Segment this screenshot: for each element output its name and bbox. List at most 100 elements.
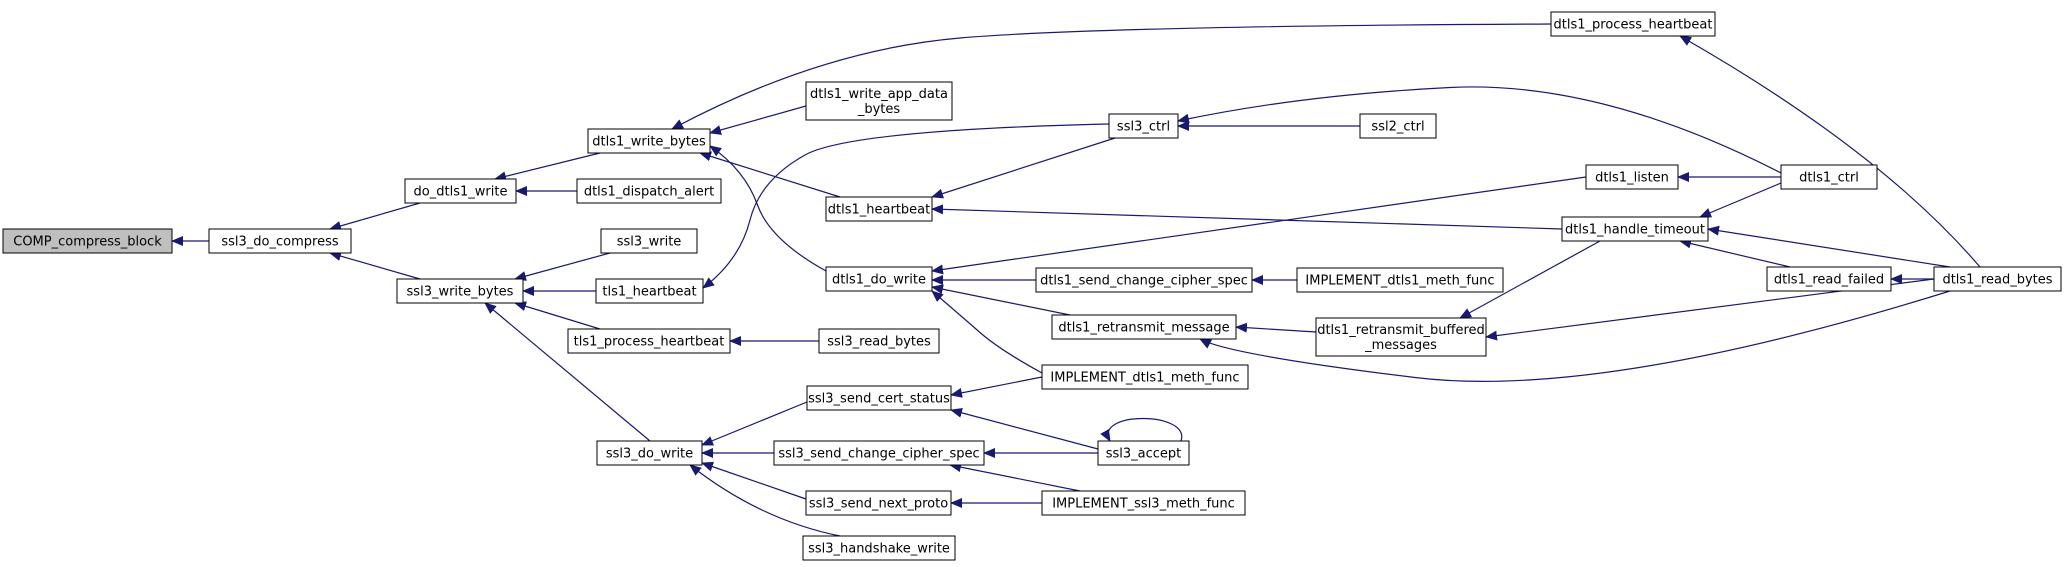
node-box bbox=[805, 81, 953, 121]
node-label: tls1_process_heartbeat bbox=[574, 335, 725, 350]
node-box bbox=[825, 196, 933, 222]
node-label: IMPLEMENT_dtls1_meth_func bbox=[1050, 371, 1239, 386]
node-box bbox=[806, 385, 952, 411]
edge-ssl3_handshake_write-to-ssl3_do_write bbox=[689, 464, 841, 537]
node-box bbox=[576, 178, 722, 204]
node-dtls1_read_failed[interactable]: dtls1_read_failed bbox=[1766, 266, 1892, 292]
node-dtls1_ctrl[interactable]: dtls1_ctrl bbox=[1780, 164, 1878, 190]
node-ssl3_write[interactable]: ssl3_write bbox=[600, 228, 698, 254]
node-dtls1_dispatch_alert[interactable]: dtls1_dispatch_alert bbox=[576, 178, 722, 204]
node-label: ssl2_ctrl bbox=[1371, 120, 1424, 135]
node-ssl3_ctrl[interactable]: ssl3_ctrl bbox=[1108, 113, 1179, 139]
node-ssl3_send_cert_status[interactable]: ssl3_send_cert_status bbox=[806, 385, 952, 411]
node-label: dtls1_heartbeat bbox=[828, 203, 930, 218]
node-box bbox=[1041, 364, 1249, 390]
node-box bbox=[805, 490, 952, 516]
node-ssl3_handshake_write[interactable]: ssl3_handshake_write bbox=[802, 535, 956, 561]
edge-tls1_process_heartbeat-to-ssl3_write_bytes bbox=[514, 301, 601, 330]
node-dtls1_listen[interactable]: dtls1_listen bbox=[1585, 164, 1679, 190]
node-implement_ssl3_meth_func[interactable]: IMPLEMENT_ssl3_meth_func bbox=[1041, 490, 1246, 516]
node-ssl3_do_compress[interactable]: ssl3_do_compress bbox=[208, 228, 352, 254]
edge-dtls1_retransmit_buffered_messages-to-dtls1_retransmit_message bbox=[1235, 322, 1317, 333]
node-dtls1_retransmit_buffered_messages[interactable]: dtls1_retransmit_buffered_messages bbox=[1315, 317, 1487, 357]
edge-ssl3_do_write-to-ssl3_write_bytes bbox=[484, 302, 651, 442]
node-dtls1_write_bytes[interactable]: dtls1_write_bytes bbox=[587, 128, 711, 154]
node-label: dtls1_process_heartbeat bbox=[1554, 18, 1713, 33]
node-label: dtls1_retransmit_message bbox=[1058, 321, 1229, 336]
node-label: ssl3_ctrl bbox=[1117, 120, 1170, 135]
node-dtls1_handle_timeout[interactable]: dtls1_handle_timeout bbox=[1561, 216, 1709, 242]
edge-dtls1_ctrl-to-dtls1_handle_timeout bbox=[1699, 182, 1782, 218]
edge-dtls1_read_bytes-to-dtls1_process_heartbeat bbox=[1679, 35, 1981, 268]
node-label: dtls1_ctrl bbox=[1799, 171, 1859, 186]
edge-ssl3_accept-to-ssl3_send_cert_status bbox=[950, 407, 1099, 450]
node-box bbox=[1359, 113, 1437, 139]
edge-dtls1_retransmit_message-to-dtls1_do_write bbox=[931, 284, 1071, 316]
node-label: dtls1_retransmit_buffered bbox=[1317, 323, 1485, 338]
node-label: ssl3_send_next_proto bbox=[809, 497, 948, 512]
edge-implement_dtls1_meth_func_a-to-dtls1_do_write bbox=[931, 290, 1043, 374]
node-label: _messages bbox=[1364, 338, 1437, 353]
nodes-layer: COMP_compress_block ssl3_do_compress do_dt… bbox=[2, 11, 2062, 561]
node-implement_dtls1_meth_func_b[interactable]: IMPLEMENT_dtls1_meth_func bbox=[1296, 267, 1504, 293]
node-ssl3_write_bytes[interactable]: ssl3_write_bytes bbox=[396, 278, 524, 304]
node-box bbox=[825, 266, 933, 292]
node-dtls1_do_write[interactable]: dtls1_do_write bbox=[825, 266, 933, 292]
node-ssl3_send_next_proto[interactable]: ssl3_send_next_proto bbox=[805, 490, 952, 516]
edges-layer bbox=[171, 23, 1981, 537]
node-box bbox=[208, 228, 352, 254]
node-ssl3_do_write[interactable]: ssl3_do_write bbox=[596, 440, 703, 466]
node-box bbox=[1315, 317, 1487, 357]
edge-dtls1_read_failed-to-dtls1_handle_timeout bbox=[1679, 238, 1791, 268]
node-dtls1_heartbeat[interactable]: dtls1_heartbeat bbox=[825, 196, 933, 222]
edge-dtls1_listen-to-dtls1_do_write bbox=[931, 176, 1587, 275]
node-dtls1_read_bytes[interactable]: dtls1_read_bytes bbox=[1933, 266, 2062, 292]
node-comp_compress_block[interactable]: COMP_compress_block bbox=[2, 228, 173, 254]
edge-ssl3_send_cert_status-to-ssl3_do_write bbox=[701, 401, 808, 446]
node-box bbox=[1035, 267, 1253, 293]
edge-dtls1_process_heartbeat-to-dtls1_write_bytes bbox=[671, 23, 1553, 130]
node-label: dtls1_handle_timeout bbox=[1565, 223, 1705, 238]
node-dtls1_send_change_cipher_spec[interactable]: dtls1_send_change_cipher_spec bbox=[1035, 267, 1253, 293]
node-ssl3_accept[interactable]: ssl3_accept bbox=[1097, 440, 1190, 466]
node-box bbox=[1108, 113, 1179, 139]
node-ssl3_send_change_cipher_spec[interactable]: ssl3_send_change_cipher_spec bbox=[773, 440, 985, 466]
node-ssl2_ctrl[interactable]: ssl2_ctrl bbox=[1359, 113, 1437, 139]
node-box bbox=[567, 328, 731, 354]
edge-dtls1_write_app_data_bytes-to-dtls1_write_bytes bbox=[709, 105, 807, 135]
node-do_dtls1_write[interactable]: do_dtls1_write bbox=[404, 178, 517, 204]
node-label: ssl3_send_cert_status bbox=[808, 392, 950, 407]
edge-implement_ssl3_meth_func-to-ssl3_send_change_cipher_spec bbox=[949, 462, 1081, 492]
node-box bbox=[596, 440, 703, 466]
node-label: ssl3_write bbox=[617, 235, 682, 250]
edge-ssl3_write_bytes-to-ssl3_do_compress bbox=[329, 251, 421, 280]
edge-dtls1_read_bytes-to-dtls1_retransmit_message bbox=[1199, 290, 1951, 382]
node-label: ssl3_do_compress bbox=[221, 235, 338, 250]
node-box bbox=[1051, 314, 1237, 340]
node-dtls1_process_heartbeat[interactable]: dtls1_process_heartbeat bbox=[1550, 11, 1716, 37]
node-label: IMPLEMENT_dtls1_meth_func bbox=[1305, 274, 1494, 289]
node-tls1_heartbeat[interactable]: tls1_heartbeat bbox=[595, 278, 704, 304]
node-box bbox=[818, 328, 940, 354]
node-box bbox=[396, 278, 524, 304]
edge-dtls1_write_bytes-to-do_dtls1_write bbox=[494, 152, 601, 182]
node-implement_dtls1_meth_func_a[interactable]: IMPLEMENT_dtls1_meth_func bbox=[1041, 364, 1249, 390]
node-label: ssl3_accept bbox=[1106, 447, 1182, 462]
node-box bbox=[1097, 440, 1190, 466]
node-dtls1_retransmit_message[interactable]: dtls1_retransmit_message bbox=[1051, 314, 1237, 340]
node-label: dtls1_write_app_data bbox=[810, 87, 948, 102]
edge-ssl3_ctrl-to-dtls1_heartbeat bbox=[931, 137, 1116, 199]
edge-ssl3_send_next_proto-to-ssl3_do_write bbox=[701, 461, 807, 500]
node-dtls1_write_app_data_bytes[interactable]: dtls1_write_app_data_bytes bbox=[805, 81, 953, 121]
node-label: dtls1_write_bytes bbox=[592, 135, 706, 150]
node-ssl3_read_bytes[interactable]: ssl3_read_bytes bbox=[818, 328, 940, 354]
node-tls1_process_heartbeat[interactable]: tls1_process_heartbeat bbox=[567, 328, 731, 354]
edge-dtls1_ctrl-to-ssl3_ctrl bbox=[1177, 86, 1782, 174]
node-label: dtls1_send_change_cipher_spec bbox=[1040, 274, 1248, 289]
node-box bbox=[1561, 216, 1709, 242]
edge-ssl3_accept-to-ssl3_accept bbox=[1100, 418, 1183, 442]
node-label: dtls1_listen bbox=[1595, 171, 1669, 186]
node-label: do_dtls1_write bbox=[414, 185, 508, 200]
node-label: ssl3_send_change_cipher_spec bbox=[778, 447, 979, 462]
